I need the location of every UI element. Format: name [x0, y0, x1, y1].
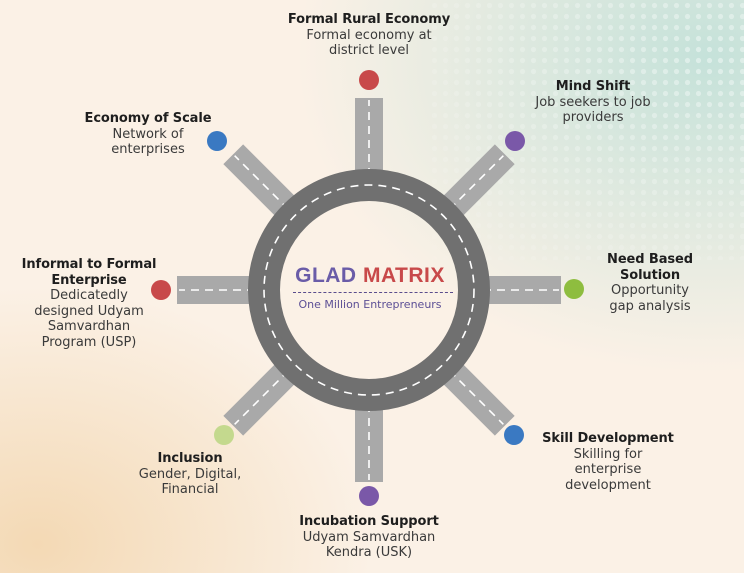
marker-dot-incubation	[359, 486, 379, 506]
marker-dot-mind-shift	[505, 131, 525, 151]
node-desc-line: district level	[329, 43, 409, 59]
node-skill-development: Skill Development Skilling for enterpris…	[528, 431, 688, 493]
node-mind-shift: Mind Shift Job seekers to job providers	[508, 79, 678, 126]
node-need-based-solution: Need Based Solution Opportunity gap anal…	[590, 252, 710, 314]
node-desc-line: Financial	[161, 482, 219, 498]
spoke-road-top	[355, 98, 383, 180]
node-title: Formal Rural Economy	[287, 12, 451, 27]
node-desc-line: Opportunity	[610, 283, 689, 299]
spoke-road-bottom-left-lane-marking	[234, 370, 289, 425]
center-divider	[293, 292, 453, 293]
marker-dot-formal-rural	[359, 70, 379, 90]
spoke-road-bottom-left	[223, 357, 302, 436]
center-subtitle: One Million Entrepreneurs	[298, 298, 442, 311]
spoke-roads	[177, 98, 561, 482]
node-desc-line: Kendra (USK)	[325, 545, 413, 561]
node-formal-rural-economy: Formal Rural Economy Formal economy at d…	[262, 12, 476, 59]
node-inclusion: Inclusion Gender, Digital, Financial	[122, 451, 258, 498]
center-title-word2: MATRIX	[362, 264, 445, 287]
center-title: GLAD MATRIX	[270, 264, 470, 288]
node-title: Need Based	[607, 252, 693, 267]
spoke-road-top-right-surface	[436, 144, 515, 223]
node-desc-line: Skilling for	[573, 446, 643, 462]
spoke-road-top-left	[223, 144, 302, 223]
node-desc-line: Gender, Digital,	[138, 466, 242, 482]
spoke-road-bottom-right-lane-marking	[449, 370, 504, 425]
node-desc-line: development	[565, 477, 651, 493]
node-desc-line: Samvardhan	[47, 319, 131, 335]
node-desc-line: Job seekers to job	[535, 94, 651, 110]
node-desc-line: enterprise	[574, 462, 642, 478]
node-desc-line: Program (USP)	[41, 334, 137, 350]
node-desc-line: Udyam Samvardhan	[302, 529, 436, 545]
node-desc-line: Network of	[112, 126, 184, 142]
marker-dot-need-based	[564, 279, 584, 299]
ring-lane-marking	[263, 184, 475, 396]
node-desc-line: Formal economy at	[306, 27, 432, 43]
node-desc-line: Dedicatedly	[50, 288, 128, 304]
node-title: Skill Development	[542, 431, 674, 446]
spoke-road-top-left-surface	[223, 144, 302, 223]
center-title-word1: GLAD	[295, 264, 357, 287]
node-title: Inclusion	[157, 451, 223, 466]
node-title: Enterprise	[51, 272, 127, 288]
spoke-road-top-right	[436, 144, 515, 223]
node-desc-line: gap analysis	[609, 298, 691, 314]
node-incubation-support: Incubation Support Udyam Samvardhan Kend…	[268, 514, 470, 561]
node-economy-of-scale: Economy of Scale Network of enterprises	[68, 111, 228, 158]
node-title: Mind Shift	[555, 79, 631, 94]
marker-dot-economy-scale	[207, 131, 227, 151]
spoke-road-right	[479, 276, 561, 304]
node-title: Economy of Scale	[84, 111, 212, 126]
spoke-road-bottom-left-surface	[223, 357, 302, 436]
marker-dot-inclusion	[214, 425, 234, 445]
spoke-road-left-surface	[177, 276, 259, 304]
node-desc-line: designed Udyam	[34, 303, 144, 319]
spoke-road-bottom-surface	[355, 400, 383, 482]
node-title: Solution	[619, 267, 681, 283]
spoke-road-right-surface	[479, 276, 561, 304]
spoke-road-bottom-right	[436, 357, 515, 436]
node-title: Incubation Support	[299, 514, 439, 529]
spoke-road-left	[177, 276, 259, 304]
node-desc-line: providers	[562, 110, 624, 126]
marker-dot-skill-dev	[504, 425, 524, 445]
node-title: Informal to Formal	[21, 257, 157, 272]
spoke-road-bottom-right-surface	[436, 357, 515, 436]
node-informal-to-formal: Informal to Formal Enterprise Dedicatedl…	[14, 257, 164, 351]
marker-dot-informal-formal	[151, 280, 171, 300]
spoke-road-top-right-lane-marking	[449, 155, 504, 210]
spoke-road-top-left-lane-marking	[234, 155, 289, 210]
node-desc-line: enterprises	[111, 142, 185, 158]
spoke-road-top-surface	[355, 98, 383, 180]
spoke-road-bottom	[355, 400, 383, 482]
